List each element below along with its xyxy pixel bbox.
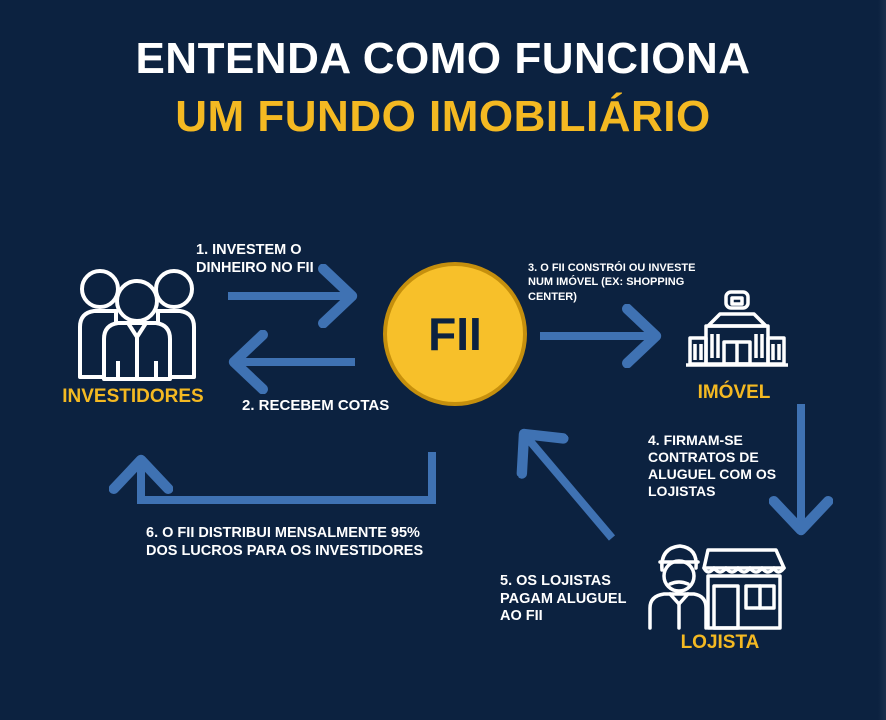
step-5-label: 5. OS LOJISTAS PAGAM ALUGUEL AO FII [500, 573, 627, 625]
fii-circle [383, 262, 527, 406]
title-line-1: ENTENDA COMO FUNCIONA [135, 34, 751, 83]
group-of-people-icon [78, 269, 196, 381]
property-label: IMÓVEL [697, 382, 771, 403]
arrow-pay-rent [524, 434, 616, 541]
step-2-label: 2. RECEBEM COTAS [242, 397, 390, 414]
investors-label: INVESTIDORES [62, 386, 204, 407]
arrow-distribute-profits [141, 452, 436, 504]
fii-label: FII [428, 308, 482, 360]
step-1-label: 1. INVESTEM O DINHEIRO NO FII [196, 242, 314, 276]
step-6-label: 6. O FII DISTRIBUI MENSALMENTE 95% DOS L… [146, 525, 424, 559]
shopkeeper-storefront-icon [648, 544, 786, 630]
tenant-label: LOJISTA [680, 632, 760, 653]
step-4-label: 4. FIRMAM-SE CONTRATOS DE ALUGUEL COM OS… [648, 432, 777, 500]
title-line-2: UM FUNDO IMOBILIÁRIO [175, 92, 711, 141]
edge-shade [878, 0, 886, 720]
step-3-label: 3. O FII CONSTRÓI OU INVESTE NUM IMÓVEL … [528, 262, 696, 303]
building-icon [686, 290, 788, 367]
